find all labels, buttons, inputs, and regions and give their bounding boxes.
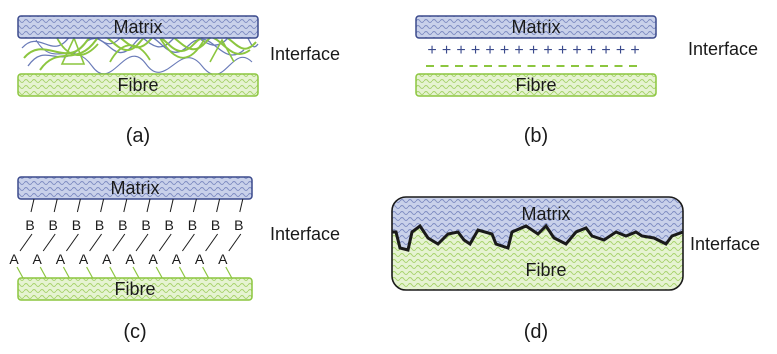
matrix-link xyxy=(216,198,221,213)
positive-charge: + xyxy=(442,42,451,59)
fibre-label: Fibre xyxy=(525,260,566,280)
matrix-bar xyxy=(17,15,259,39)
positive-charge: + xyxy=(558,42,567,59)
group-a: A xyxy=(9,251,19,267)
caption-d: (d) xyxy=(524,321,548,343)
fibre-label: Fibre xyxy=(515,75,556,95)
fibre-label: Fibre xyxy=(114,279,155,299)
matrix-link xyxy=(53,198,58,213)
fibre-link xyxy=(39,266,47,279)
fibre-link xyxy=(155,266,163,279)
matrix-link xyxy=(146,198,151,213)
group-a: A xyxy=(33,251,43,267)
chemical-bond xyxy=(19,233,33,252)
positive-charge: + xyxy=(471,42,480,59)
group-a: A xyxy=(172,251,182,267)
matrix-label: Matrix xyxy=(512,17,561,37)
group-a: A xyxy=(125,251,135,267)
matrix-bar xyxy=(17,176,253,200)
group-b: B xyxy=(211,217,220,233)
interface-label: Interface xyxy=(270,44,340,64)
group-b: B xyxy=(49,217,58,233)
caption-c: (c) xyxy=(123,321,146,343)
interface-label: Interface xyxy=(270,224,340,244)
positive-charge: + xyxy=(616,42,625,59)
matrix-link xyxy=(30,198,35,213)
positive-charge: + xyxy=(427,42,436,59)
chemical-bond xyxy=(228,233,242,252)
fibre-link xyxy=(178,266,186,279)
composite-outline xyxy=(391,196,684,291)
positive-charge: + xyxy=(630,42,639,59)
chemical-bond xyxy=(205,233,219,252)
chemical-bond xyxy=(112,233,126,252)
fibre-link xyxy=(202,266,210,279)
positive-charge: + xyxy=(572,42,581,59)
positive-charge: + xyxy=(601,42,610,59)
interface-label: Interface xyxy=(688,39,758,59)
fibre-bar xyxy=(17,73,259,97)
fibre-bar xyxy=(415,73,657,97)
group-a: A xyxy=(79,251,89,267)
positive-charge: + xyxy=(485,42,494,59)
panel-a: Matrix Fibre Interface (a) xyxy=(17,15,340,147)
positive-charge: + xyxy=(543,42,552,59)
chemical-bond xyxy=(181,233,195,252)
positive-charge: + xyxy=(456,42,465,59)
matrix-link xyxy=(169,198,174,213)
group-a: A xyxy=(56,251,66,267)
matrix-bar xyxy=(415,15,657,39)
group-a: A xyxy=(149,251,159,267)
panel-b: Matrix + + + + + + + + + + + + + + + Fibre Interface (… xyxy=(415,15,758,147)
fibre-link xyxy=(225,266,233,279)
caption-a: (a) xyxy=(126,125,150,147)
positive-charge: + xyxy=(587,42,596,59)
matrix-link xyxy=(192,198,197,213)
group-a: A xyxy=(218,251,228,267)
positive-charge: + xyxy=(500,42,509,59)
matrix-link xyxy=(123,198,128,213)
chemical-bond xyxy=(42,233,56,252)
interface-label: Interface xyxy=(690,234,760,254)
group-b: B xyxy=(188,217,197,233)
group-b: B xyxy=(72,217,81,233)
group-b: B xyxy=(118,217,127,233)
fibre-link xyxy=(132,266,140,279)
fibre-link xyxy=(86,266,94,279)
positive-charge: + xyxy=(514,42,523,59)
charge-rows: + + + + + + + + + + + + + + + xyxy=(426,42,640,67)
fibre-link xyxy=(16,266,24,279)
group-b: B xyxy=(95,217,104,233)
panel-d: Matrix Fibre Interface (d) xyxy=(391,196,760,343)
group-a: A xyxy=(195,251,205,267)
matrix-link xyxy=(100,198,105,213)
fibre-link xyxy=(109,266,117,279)
chemical-bonds: B A B A B A B A B A B A B A B A B A B A xyxy=(9,198,244,279)
fibre-bar xyxy=(17,277,253,301)
chemical-bond xyxy=(65,233,79,252)
matrix-region xyxy=(392,197,683,250)
group-b: B xyxy=(141,217,150,233)
group-b: B xyxy=(165,217,174,233)
panel-c: Matrix B A B A B A B A B A B A B A B A B A B A Fibre Interf… xyxy=(9,176,340,343)
fibre-label: Fibre xyxy=(117,75,158,95)
positive-charge: + xyxy=(529,42,538,59)
matrix-link xyxy=(239,198,244,213)
matrix-label: Matrix xyxy=(114,17,163,37)
chemical-bond xyxy=(135,233,149,252)
group-b: B xyxy=(234,217,243,233)
group-b: B xyxy=(25,217,34,233)
rough-interface-line xyxy=(392,223,683,252)
chemical-bond xyxy=(158,233,172,252)
fibre-link xyxy=(62,266,70,279)
matrix-label: Matrix xyxy=(111,178,160,198)
chemical-bond xyxy=(89,233,103,252)
group-a: A xyxy=(102,251,112,267)
matrix-label: Matrix xyxy=(522,204,571,224)
matrix-link xyxy=(76,198,81,213)
caption-b: (b) xyxy=(524,125,548,147)
